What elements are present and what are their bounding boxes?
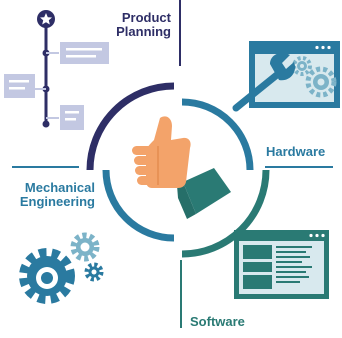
label-product-planning-line2: Planning: [116, 24, 171, 39]
ring-arc-top: [86, 82, 175, 171]
wrench-gears-window-icon: [232, 41, 340, 112]
ring-arc-bottom: [181, 169, 270, 258]
ring-arc-left: [102, 169, 175, 242]
label-hardware: Hardware: [266, 144, 326, 159]
label-mechanical-engineering-line2: Engineering: [19, 194, 95, 209]
software-window-icon: [234, 230, 329, 299]
label-product-planning: Product Planning: [71, 11, 171, 39]
label-mechanical-engineering-line1: Mechanical: [24, 180, 95, 195]
central-ring: [86, 82, 270, 258]
thumbs-up-icon: [132, 116, 231, 219]
ring-arc-right: [181, 98, 254, 171]
label-software: Software: [190, 314, 245, 329]
timeline-roadmap-icon: [4, 10, 109, 130]
label-product-planning-line1: Product: [121, 10, 171, 25]
label-mechanical-engineering: Mechanical Engineering: [2, 181, 95, 209]
gears-icon: [19, 232, 104, 304]
